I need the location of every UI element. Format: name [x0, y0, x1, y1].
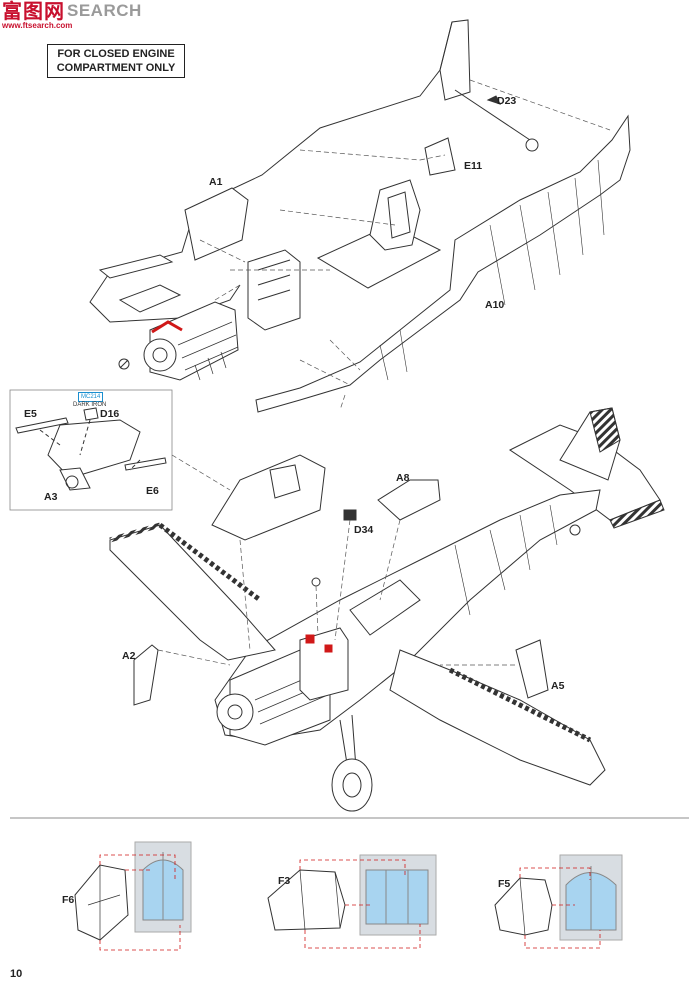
- watermark-en: SEARCH: [67, 1, 142, 20]
- label-A3: A3: [44, 491, 58, 503]
- label-F5: F5: [498, 878, 511, 890]
- label-A1: A1: [209, 176, 223, 188]
- middle-guide-lines: [157, 394, 515, 666]
- masking-step-F5: [494, 854, 623, 949]
- note-line-2: COMPARTMENT ONLY: [56, 62, 176, 74]
- label-A2: A2: [122, 650, 136, 662]
- label-D23: D23: [497, 95, 517, 107]
- top-guide-lines: [199, 79, 611, 386]
- label-D16: D16: [100, 408, 120, 420]
- label-F6: F6: [62, 894, 75, 906]
- masking-step-F6: [74, 841, 192, 951]
- label-A10: A10: [485, 299, 505, 311]
- masking-step-F3: [267, 854, 437, 949]
- paint-chip-code: MC214: [78, 392, 104, 402]
- label-E5: E5: [24, 408, 37, 420]
- paint-chip-name: DARK IRON: [73, 402, 107, 408]
- engine-highlight-red: [151, 320, 183, 334]
- label-E11: E11: [464, 160, 483, 172]
- aircraft-assembly: [109, 407, 665, 812]
- watermark: 富图网 SEARCH: [0, 0, 142, 34]
- label-A5: A5: [551, 680, 565, 692]
- closed-engine-note: FOR CLOSED ENGINE COMPARTMENT ONLY: [47, 44, 185, 78]
- watermark-url: www.ftsearch.com: [2, 21, 73, 30]
- label-A8: A8: [396, 472, 410, 484]
- cowl-inset-parts: [15, 407, 167, 491]
- label-D34: D34: [354, 524, 374, 536]
- page-number: 10: [10, 968, 23, 980]
- note-line-1: FOR CLOSED ENGINE: [57, 48, 175, 60]
- top-fuselage-assembly: [89, 19, 631, 413]
- label-F3: F3: [278, 875, 291, 887]
- label-E6: E6: [146, 485, 159, 497]
- watermark-zh: 富图网: [2, 0, 65, 23]
